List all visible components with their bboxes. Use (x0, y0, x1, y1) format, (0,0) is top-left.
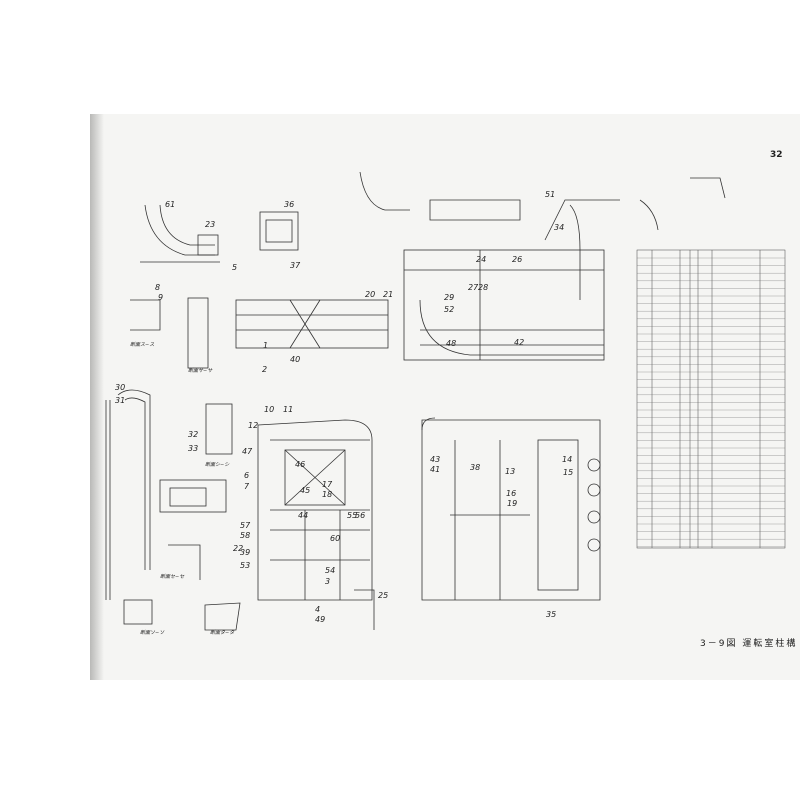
part-number-label: 25 (378, 591, 388, 600)
part-number-label: 4 (315, 605, 320, 614)
part-number-label: 29 (444, 293, 454, 302)
part-number-label: 39 (240, 548, 250, 557)
part-number-label: 18 (322, 490, 332, 499)
cab-pillar-frame (257, 419, 373, 601)
part-number-label: 1 (263, 341, 268, 350)
part-number-label: 32 (188, 430, 198, 439)
section-note: 断面サ−サ (188, 367, 213, 374)
part-number-label: 47 (242, 447, 253, 456)
part-number-label: 15 (563, 468, 573, 477)
figure-caption: 3－9図 運転室柱構 (700, 639, 798, 649)
part-number-label: 56 (355, 511, 365, 520)
part-number-label: 60 (330, 534, 340, 543)
section-note: 断面ス−ス (130, 341, 154, 348)
page-gutter-shadow (90, 114, 104, 680)
part-number-label: 5 (232, 263, 237, 272)
part-number-label: 43 (430, 455, 440, 464)
part-number-label: 16 (506, 489, 516, 498)
part-number-label: 58 (240, 531, 250, 540)
part-number-label: 20 (365, 290, 375, 299)
part-number-label: 7 (244, 482, 250, 491)
part-number-label: 13 (505, 467, 515, 476)
part-number-label: 54 (325, 566, 335, 575)
part-number-label: 49 (315, 615, 325, 624)
part-number-label: 52 (444, 305, 454, 314)
section-note: 断面セ−セ (160, 573, 185, 580)
part-number-label: 36 (284, 200, 294, 209)
part-number-label: 55 (347, 511, 357, 520)
part-number-label: 2 (262, 365, 267, 374)
parts-table (636, 249, 786, 549)
part-number-label: 6 (244, 471, 249, 480)
part-number-label: 42 (514, 338, 524, 347)
part-number-label: 3 (325, 577, 330, 586)
part-number-label: 23 (205, 220, 215, 229)
part-number-label: 30 (115, 383, 125, 392)
part-number-label: 41 (430, 465, 440, 474)
part-number-label: 9 (158, 293, 163, 302)
part-number-label: 34 (554, 223, 564, 232)
part-number-label: 28 (478, 283, 488, 292)
section-note: 断面ソ−ソ (140, 629, 165, 636)
part-number-label: 53 (240, 561, 250, 570)
part-number-label: 27 (468, 283, 479, 292)
part-number-label: 10 (264, 405, 274, 414)
part-number-label: 26 (512, 255, 522, 264)
part-number-label: 48 (446, 339, 456, 348)
part-number-label: 37 (290, 261, 301, 270)
part-number-label: 46 (295, 460, 305, 469)
part-number-label: 44 (298, 511, 308, 520)
part-number-label: 35 (546, 610, 556, 619)
part-number-label: 31 (115, 396, 125, 405)
part-number-label: 12 (248, 421, 258, 430)
part-number-label: 33 (188, 444, 198, 453)
page-number: 32 (770, 150, 783, 160)
part-number-label: 11 (283, 405, 293, 414)
part-number-label: 61 (165, 200, 175, 209)
part-number-label: 19 (507, 499, 517, 508)
part-number-label: 40 (290, 355, 300, 364)
part-number-label: 8 (155, 283, 160, 292)
bent-frame-curve (144, 204, 215, 256)
part-number-label: 14 (562, 455, 572, 464)
part-number-label: 22 (233, 544, 243, 553)
part-number-label: 24 (476, 255, 486, 264)
drawing-sheet (90, 114, 800, 680)
part-number-label: 21 (383, 290, 393, 299)
part-number-label: 17 (322, 480, 333, 489)
part-number-label: 38 (470, 463, 480, 472)
section-note: 断面シ−シ (205, 461, 230, 468)
section-note: 断面タ−タ (210, 629, 235, 636)
part-number-label: 45 (300, 486, 310, 495)
part-number-label: 51 (545, 190, 555, 199)
part-number-label: 57 (240, 521, 251, 530)
